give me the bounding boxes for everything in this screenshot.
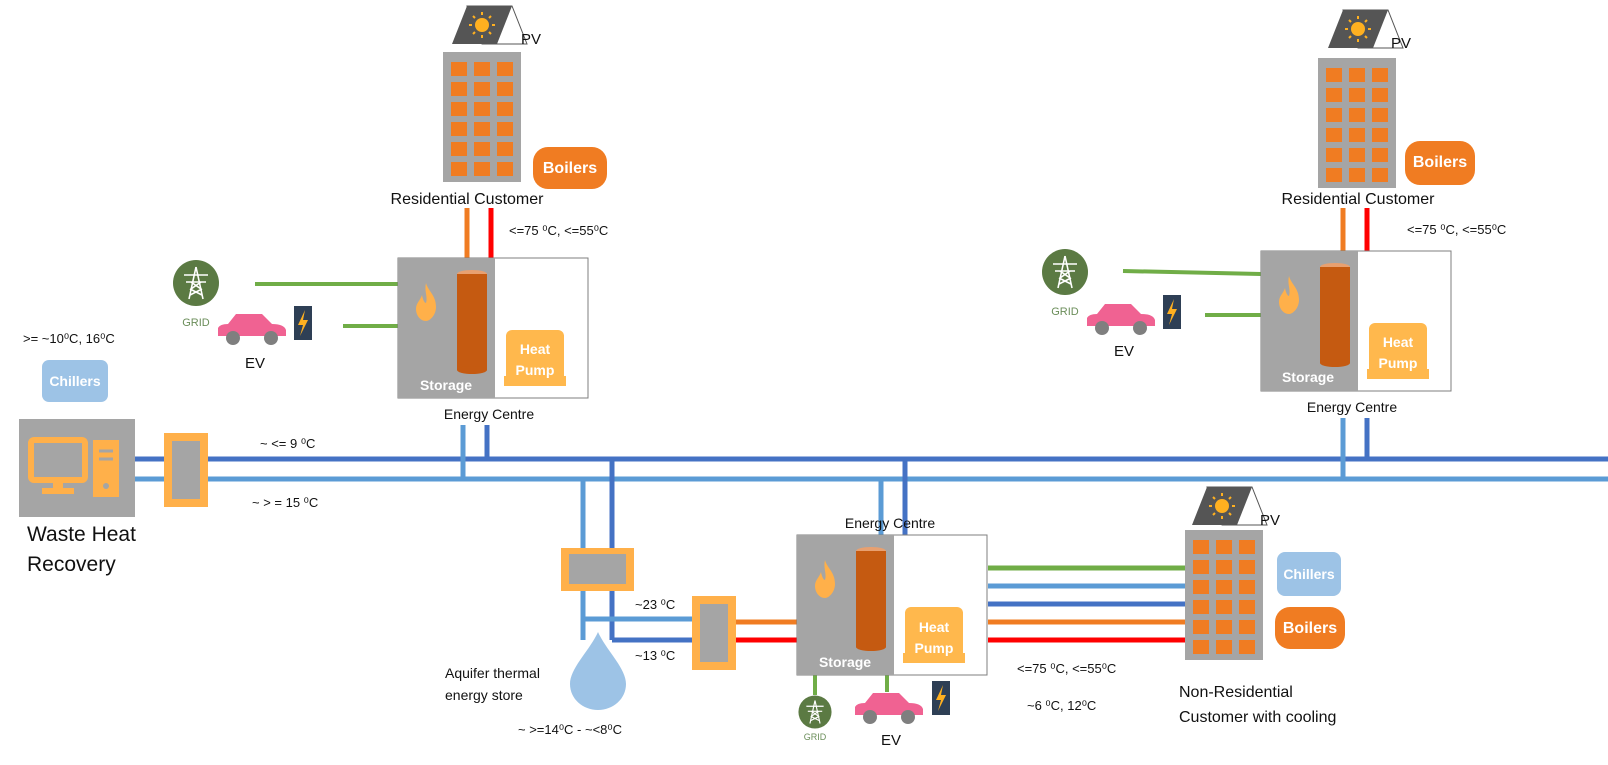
charger-icon — [932, 681, 950, 715]
heat-pump-label-line2: Pump — [915, 640, 954, 656]
ev-car-icon — [1087, 304, 1155, 335]
ev-label: EV — [881, 732, 901, 749]
heat-pump-label-line1: Heat — [919, 619, 950, 635]
storage-label: Storage — [420, 377, 472, 393]
energy-centre-label: Energy Centre — [1307, 399, 1397, 415]
residential-building-icon — [443, 52, 521, 182]
chillers-label: Chillers — [1283, 566, 1335, 582]
ev-left: EV — [218, 306, 312, 372]
energy-centre-label: Energy Centre — [444, 406, 534, 422]
aquifer-store: Aquifer thermal energy store ~ >=14⁰C - … — [445, 548, 675, 737]
boilers-badge — [533, 147, 607, 189]
charger-icon — [1163, 295, 1181, 329]
residential-customer-label: Residential Customer — [1282, 191, 1436, 208]
pv-panel-icon — [1191, 486, 1268, 526]
waste-heat-label-line2: Recovery — [27, 553, 116, 576]
computer-icon — [28, 437, 119, 497]
waste-heat-label-line1: Waste Heat — [27, 523, 136, 546]
aquifer-label-line2: energy store — [445, 687, 523, 703]
heat-pump-label-line1: Heat — [520, 341, 551, 357]
charger-icon — [294, 306, 312, 340]
grid-label: GRID — [804, 732, 827, 742]
aquifer-range-label: ~ >=14⁰C - ~<8⁰C — [518, 722, 622, 737]
ev-middle: EV — [855, 681, 950, 749]
non-residential-label-line2: Customer with cooling — [1179, 709, 1336, 726]
nonres-cool-temp-label: ~6 ⁰C, 12⁰C — [1027, 698, 1096, 713]
warm-pipe-temp-label: ~ > = 15 ⁰C — [252, 495, 318, 510]
chillers-temp-label: >= ~10⁰C, 16⁰C — [23, 331, 115, 346]
pv-label: PV — [1391, 35, 1411, 52]
aquifer-hot-label: ~23 ⁰C — [635, 597, 675, 612]
non-residential-label-line1: Non-Residential — [1179, 684, 1293, 701]
pv-label: PV — [521, 31, 541, 48]
grid-label: GRID — [182, 317, 210, 329]
grid-right: GRID — [1041, 248, 1089, 318]
ev-car-icon — [218, 314, 286, 345]
boilers-label: Boilers — [543, 160, 597, 177]
residential-customer-label: Residential Customer — [391, 191, 545, 208]
storage-label: Storage — [1282, 369, 1334, 385]
grid-left: GRID — [172, 259, 220, 329]
waste-heat-recovery: Waste Heat Recovery — [19, 419, 136, 576]
cold-pipe-temp-label: ~ <= 9 ⁰C — [260, 436, 315, 451]
boilers-badge — [1405, 141, 1475, 185]
chillers-left: Chillers — [42, 360, 108, 402]
ev-label: EV — [1114, 343, 1134, 360]
chillers-left-badge — [42, 360, 108, 402]
heat-pump-label-line2: Pump — [516, 362, 555, 378]
residential-temp-label: <=75 ⁰C, <=55⁰C — [1407, 222, 1506, 237]
energy-centre-left: Storage Heat Pump Energy Centre — [398, 258, 588, 422]
pipe-network — [135, 208, 1608, 695]
ev-right: EV — [1087, 295, 1181, 360]
chillers-left-label: Chillers — [49, 373, 101, 389]
boilers-badge — [1275, 607, 1345, 649]
heat-pump-label-line1: Heat — [1383, 334, 1414, 350]
pv-label: PV — [1260, 512, 1280, 529]
nonres-heat-temp-label: <=75 ⁰C, <=55⁰C — [1017, 661, 1116, 676]
grid-pylon-icon — [1041, 248, 1089, 296]
aquifer-label-line1: Aquifer thermal — [445, 665, 540, 681]
grid-pylon-icon — [797, 694, 833, 730]
boilers-label: Boilers — [1413, 154, 1467, 171]
water-drop-icon — [570, 632, 626, 710]
ev-car-icon — [855, 693, 923, 724]
grid-middle: GRID — [797, 694, 833, 742]
ev-label: EV — [245, 355, 265, 372]
heat-pump-label-line2: Pump — [1379, 355, 1418, 371]
non-residential-building-icon — [1185, 530, 1263, 660]
residential-building-icon — [1318, 58, 1396, 188]
grid-pylon-icon — [172, 259, 220, 307]
middle-heat-exchanger-icon — [692, 596, 736, 670]
residential-customer-left: PV Boilers Residential Customer <=75 ⁰C,… — [391, 5, 608, 238]
boilers-label: Boilers — [1283, 620, 1337, 637]
aquifer-cold-label: ~13 ⁰C — [635, 648, 675, 663]
chillers-badge — [1277, 552, 1341, 596]
grid-label: GRID — [1051, 306, 1079, 318]
residential-temp-label: <=75 ⁰C, <=55⁰C — [509, 223, 608, 238]
energy-centre-right: Storage Heat Pump Energy Centre — [1261, 251, 1451, 415]
energy-centre-middle: Energy Centre Storage Heat Pump — [797, 515, 987, 675]
storage-label: Storage — [819, 654, 871, 670]
non-residential-customer: PV Chillers Boilers Non-Residential Cust… — [1179, 486, 1345, 726]
pv-panel-icon — [451, 5, 528, 45]
waste-heat-exchanger-icon — [164, 433, 208, 507]
energy-centre-label: Energy Centre — [845, 515, 935, 531]
residential-customer-right: PV Boilers Residential Customer <=75 ⁰C,… — [1282, 9, 1506, 237]
